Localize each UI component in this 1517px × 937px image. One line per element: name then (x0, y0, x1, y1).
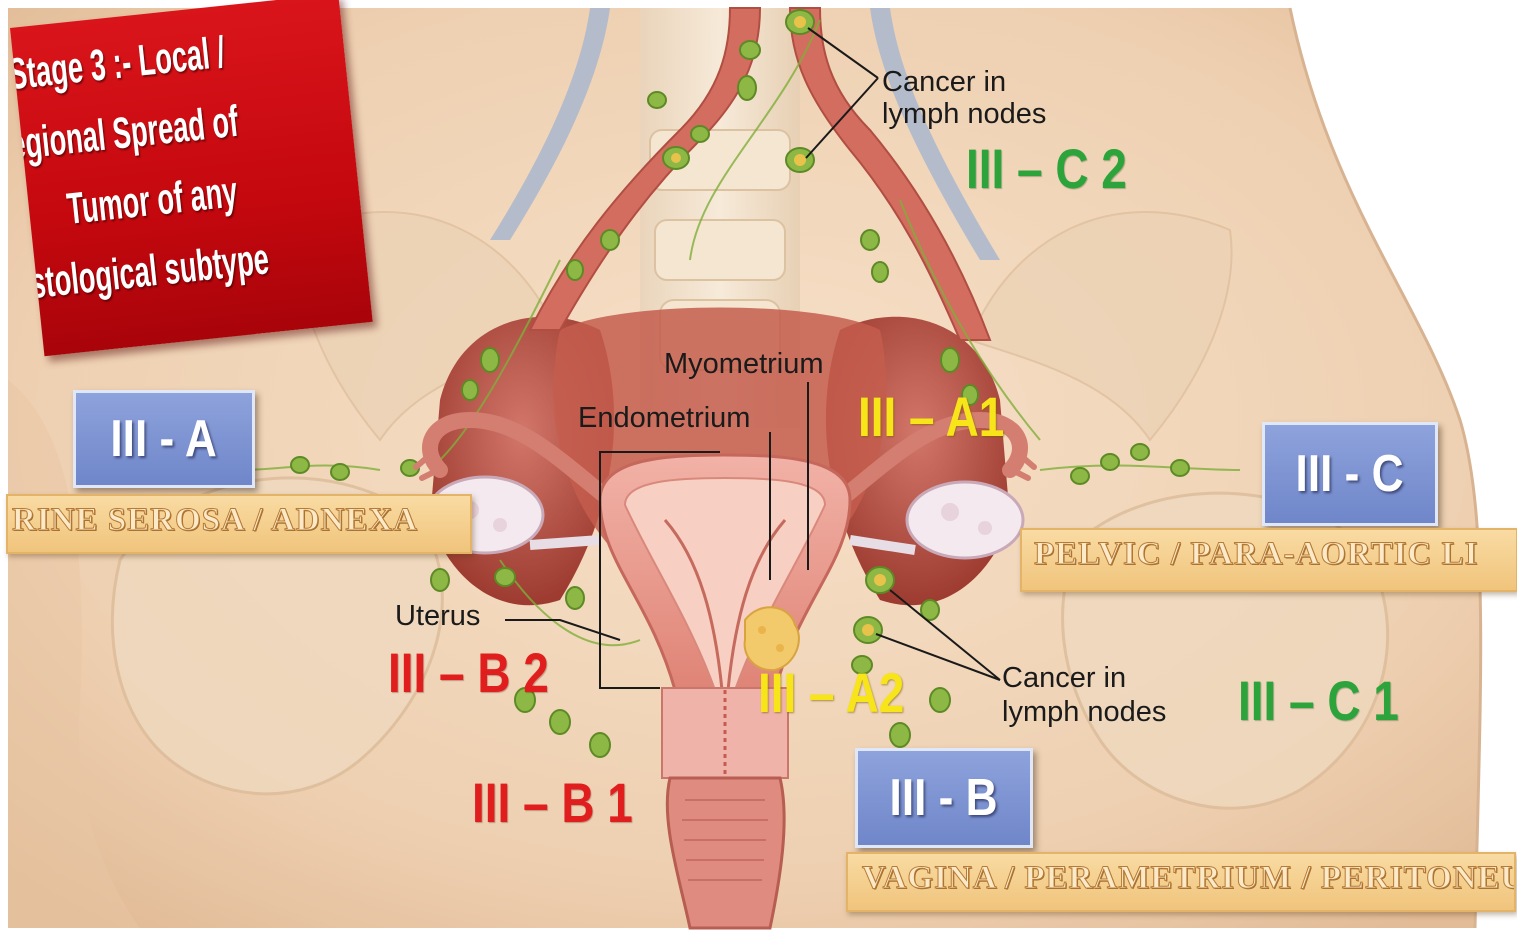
lymph-nodes-label-top-line-1: Cancer in (882, 66, 1006, 99)
uterus-label: Uterus (395, 600, 480, 633)
substage-iii-c2: III – C 2 (966, 136, 1127, 201)
lymph-nodes-label-bottom-line-2: lymph nodes (1002, 696, 1166, 729)
stage-iii-b-site-band: VAGINA / PERAMETRIUM / PERITONEUM (846, 852, 1516, 912)
myometrium-label: Myometrium (664, 348, 824, 381)
stage-iii-b-site: VAGINA / PERAMETRIUM / PERITONEUM (862, 860, 1516, 897)
substage-iii-b1: III – B 1 (472, 770, 633, 835)
stage-title-banner: Stage 3 :- Local / egional Spread of Tum… (10, 0, 373, 356)
endometrium-label: Endometrium (578, 402, 750, 435)
stage-iii-c-site: PELVIC / PARA-AORTIC LI (1034, 536, 1478, 573)
stage-iii-c-box: III - C (1262, 422, 1438, 526)
lymph-nodes-label-bottom-line-1: Cancer in (1002, 662, 1126, 695)
stage-iii-a-site: RINE SEROSA / ADNEXA (12, 502, 418, 539)
lymph-nodes-label-top-line-2: lymph nodes (882, 98, 1046, 131)
substage-iii-a1: III – A1 (858, 384, 1004, 449)
substage-iii-a2: III – A2 (758, 660, 904, 725)
stage-iii-a-label: III - A (111, 393, 217, 485)
stage-iii-c-label: III - C (1296, 425, 1404, 523)
stage-iii-b-box: III - B (855, 748, 1033, 848)
stage-iii-a-box: III - A (73, 390, 255, 488)
banner-line-3: Tumor of any (65, 167, 240, 235)
stage-iii-a-site-band: RINE SEROSA / ADNEXA (6, 494, 472, 554)
banner-line-1: Stage 3 :- Local / (10, 28, 227, 100)
stage-iii-b-label: III - B (890, 751, 998, 845)
substage-iii-c1: III – C 1 (1238, 668, 1399, 733)
banner-line-4: istological subtype (20, 234, 271, 310)
stage-iii-c-site-band: PELVIC / PARA-AORTIC LI (1020, 528, 1517, 592)
banner-line-2: egional Spread of (10, 97, 241, 171)
substage-iii-b2: III – B 2 (388, 640, 549, 705)
